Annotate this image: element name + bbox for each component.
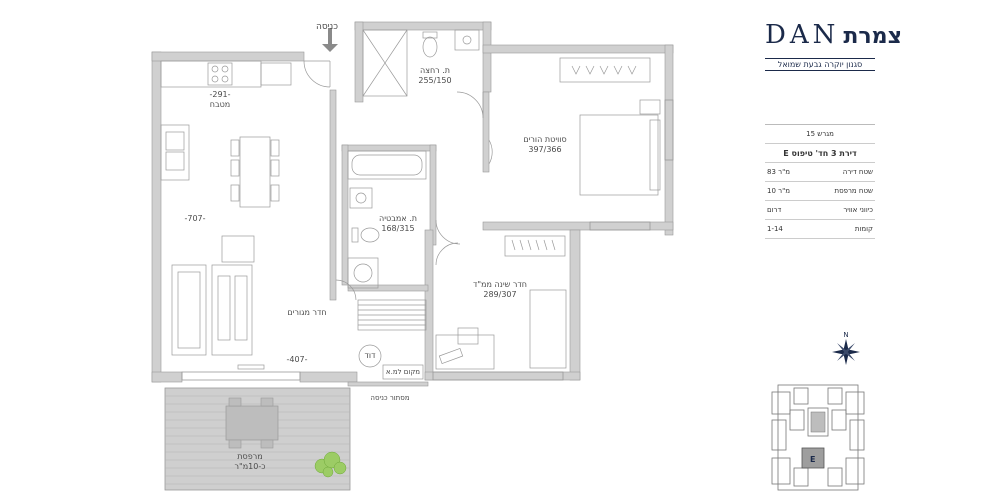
entry-arrow xyxy=(322,28,338,52)
logo-latin: DAN xyxy=(765,20,840,50)
keyplan-unit-label: E xyxy=(810,455,815,464)
bath-fixtures xyxy=(347,150,427,289)
key-plan: E xyxy=(771,384,865,491)
floor-plan: כניסה xyxy=(151,21,674,491)
laundry-label: דוד xyxy=(364,351,376,360)
living-depth-dim: -707- xyxy=(184,214,206,223)
service-entry-label: מסתור כניסה xyxy=(370,394,410,402)
master-fixtures xyxy=(559,57,661,196)
room-label-living: חדר מגורים xyxy=(287,308,327,317)
entry-label: כניסה xyxy=(316,22,338,32)
logo-hebrew: צמרת xyxy=(843,24,902,49)
walls xyxy=(151,21,674,387)
compass-north-label: N xyxy=(843,331,848,339)
windows xyxy=(181,99,674,381)
brand-tagline: סגנון יוקרה גבעת שמואל xyxy=(765,58,875,71)
plant-icon xyxy=(314,451,347,478)
balcony xyxy=(164,387,351,491)
service-fixtures xyxy=(357,299,427,380)
compass-icon: N xyxy=(832,331,860,365)
service-label: מקום למ.א xyxy=(385,368,421,376)
room-label-kitchen: -291-מטבח xyxy=(209,90,231,109)
secure-room-fixtures xyxy=(435,235,567,370)
kitchen-fixtures xyxy=(160,60,292,181)
spec-title: דירת 3 חד' טיפוס E xyxy=(765,144,875,163)
dining-table xyxy=(230,136,280,208)
living-width-dim: -407- xyxy=(286,355,308,364)
shower-fixtures xyxy=(362,29,480,97)
spec-floors: מגרש 15 xyxy=(765,125,875,144)
doors xyxy=(303,60,493,301)
living-furniture xyxy=(171,235,265,370)
